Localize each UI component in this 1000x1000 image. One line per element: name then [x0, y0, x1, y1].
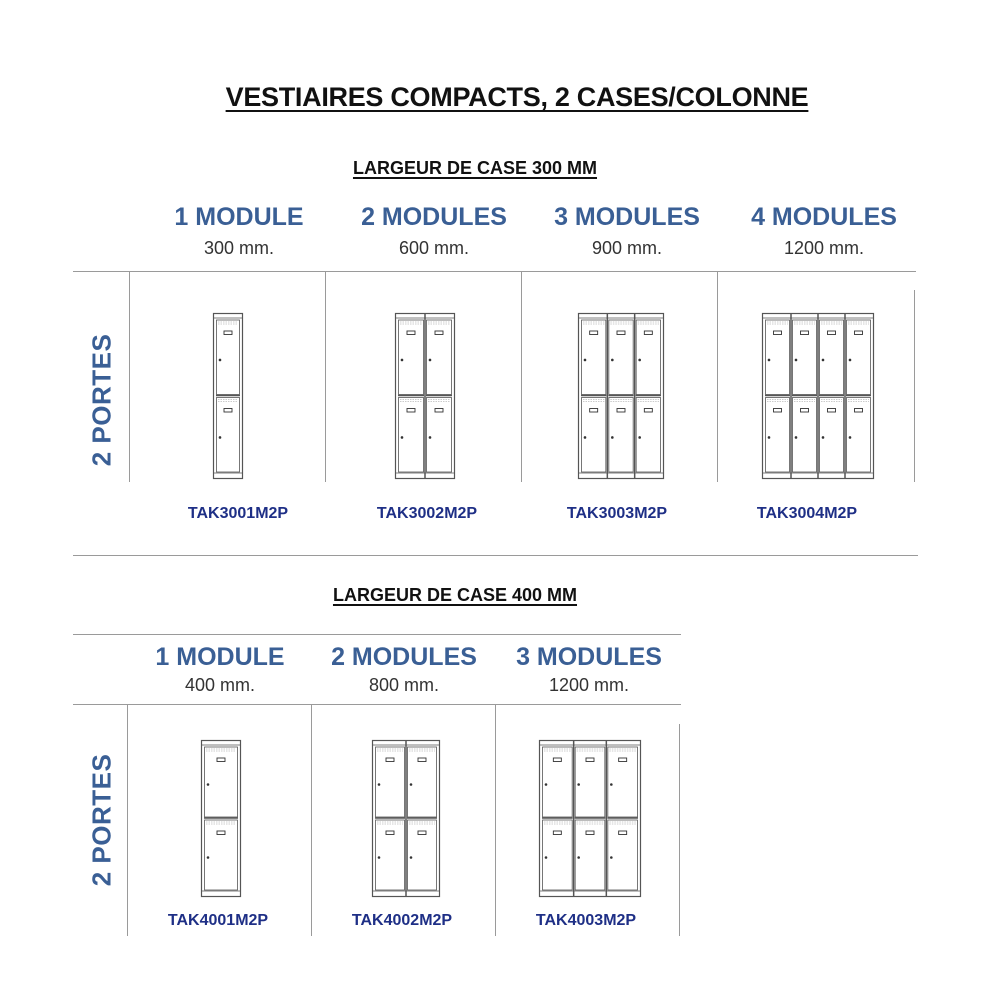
s1-module-1-label: 1 MODULE: [174, 203, 304, 231]
s2-module-3-code: TAK4003M2P: [535, 912, 637, 929]
s1-module-3-code: TAK3003M2P: [566, 505, 668, 522]
s2-col-divider: [679, 724, 680, 936]
s2-module-3-label: 3 MODULES: [516, 643, 662, 671]
s1-module-4-label: 4 MODULES: [751, 203, 897, 231]
s2-module-2-width: 800 mm.: [368, 675, 440, 695]
s2-top-divider: [73, 634, 681, 635]
locker-drawing-icon: [212, 312, 244, 480]
section-2-heading: LARGEUR DE CASE 400 MM: [332, 585, 578, 605]
s1-header-divider: [73, 271, 916, 272]
s2-module-1-label: 1 MODULE: [155, 643, 285, 671]
s1-module-4-width: 1200 mm.: [783, 238, 865, 258]
s1-module-1-code: TAK3001M2P: [187, 505, 289, 522]
s2-module-2-code: TAK4002M2P: [351, 912, 453, 929]
s2-col-divider: [127, 704, 128, 936]
s1-module-2-code: TAK3002M2P: [376, 505, 478, 522]
s1-module-3-label: 3 MODULES: [554, 203, 700, 231]
s2-module-2-label: 2 MODULES: [331, 643, 477, 671]
section-divider: [73, 555, 918, 556]
section-1-heading: LARGEUR DE CASE 300 MM: [352, 158, 598, 178]
s1-col-divider: [325, 271, 326, 482]
locker-drawing-icon: [538, 739, 642, 898]
s2-module-3-width: 1200 mm.: [548, 675, 630, 695]
s2-row-label: 2 PORTES: [86, 753, 117, 887]
s1-col-divider: [521, 271, 522, 482]
s2-module-1-code: TAK4001M2P: [167, 912, 269, 929]
s2-header-divider: [73, 704, 681, 705]
s1-module-4-code: TAK3004M2P: [756, 505, 858, 522]
s1-row-label: 2 PORTES: [86, 333, 117, 467]
locker-drawing-icon: [577, 312, 665, 480]
s1-col-divider: [717, 271, 718, 482]
locker-drawing-icon: [371, 739, 441, 898]
page-title: VESTIAIRES COMPACTS, 2 CASES/COLONNE: [225, 82, 809, 112]
s2-module-1-width: 400 mm.: [184, 675, 256, 695]
s1-module-2-width: 600 mm.: [398, 238, 470, 258]
s1-module-2-label: 2 MODULES: [361, 203, 507, 231]
s2-col-divider: [311, 704, 312, 936]
s1-col-divider: [914, 290, 915, 482]
locker-drawing-icon: [200, 739, 242, 898]
locker-drawing-icon: [394, 312, 456, 480]
s2-col-divider: [495, 704, 496, 936]
locker-drawing-icon: [761, 312, 875, 480]
s1-module-1-width: 300 mm.: [203, 238, 275, 258]
s1-col-divider: [129, 271, 130, 482]
s1-module-3-width: 900 mm.: [591, 238, 663, 258]
